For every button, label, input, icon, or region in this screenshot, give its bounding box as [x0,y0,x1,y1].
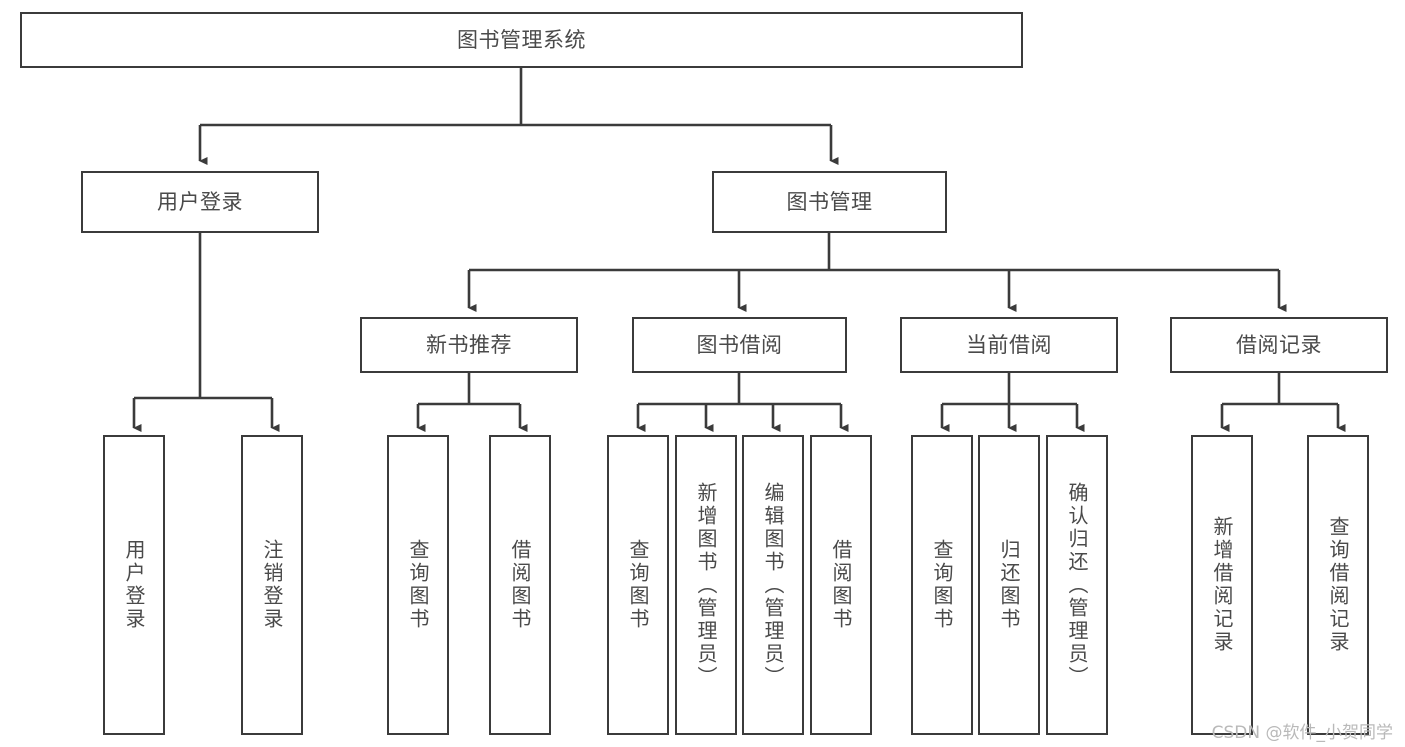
node-label: 新书推荐 [426,332,512,357]
node-current-borrow[interactable]: 当前借阅 [900,317,1118,373]
node-label: 图书借阅 [696,332,783,357]
leaf-current-borrow-confirm-return[interactable]: 确认归还（管理员） [1046,435,1108,735]
node-label: 借阅图书 [508,539,532,631]
node-label: 归还图书 [997,539,1021,631]
leaf-book-borrow-query[interactable]: 查询图书 [607,435,669,735]
node-label: 用户登录 [122,539,146,631]
node-borrow-record[interactable]: 借阅记录 [1170,317,1388,373]
leaf-new-book-query[interactable]: 查询图书 [387,435,449,735]
node-book-management[interactable]: 图书管理 [712,171,947,233]
node-label: 当前借阅 [966,332,1052,357]
node-label: 图书管理 [786,189,873,214]
node-label: 借阅记录 [1236,332,1322,357]
leaf-book-borrow-add[interactable]: 新增图书（管理员） [675,435,737,735]
node-label: 新增借阅记录 [1210,516,1234,654]
leaf-borrow-record-add[interactable]: 新增借阅记录 [1191,435,1253,735]
leaf-current-borrow-query[interactable]: 查询图书 [911,435,973,735]
node-root-book-management-system[interactable]: 图书管理系统 [20,12,1023,68]
node-label: 新增图书（管理员） [694,481,718,689]
node-label: 用户登录 [157,189,243,214]
node-label: 注销登录 [260,539,284,631]
leaf-book-borrow-edit[interactable]: 编辑图书（管理员） [742,435,804,735]
leaf-borrow-record-query[interactable]: 查询借阅记录 [1307,435,1369,735]
leaf-user-login-logout[interactable]: 注销登录 [241,435,303,735]
node-label: 查询图书 [406,539,430,631]
node-label: 查询借阅记录 [1326,516,1350,654]
leaf-user-login-login[interactable]: 用户登录 [103,435,165,735]
node-label: 查询图书 [930,539,954,631]
node-label: 查询图书 [626,539,650,631]
node-book-borrow[interactable]: 图书借阅 [632,317,847,373]
node-user-login[interactable]: 用户登录 [81,171,319,233]
node-new-book-recommend[interactable]: 新书推荐 [360,317,578,373]
leaf-new-book-borrow[interactable]: 借阅图书 [489,435,551,735]
node-label: 确认归还（管理员） [1065,481,1089,689]
csdn-watermark: CSDN @软件_小贺同学 [1211,723,1393,743]
node-label: 编辑图书（管理员） [761,481,785,689]
leaf-current-borrow-return[interactable]: 归还图书 [978,435,1040,735]
node-label: 借阅图书 [829,539,853,631]
leaf-book-borrow-borrow[interactable]: 借阅图书 [810,435,872,735]
node-label: 图书管理系统 [457,27,586,52]
